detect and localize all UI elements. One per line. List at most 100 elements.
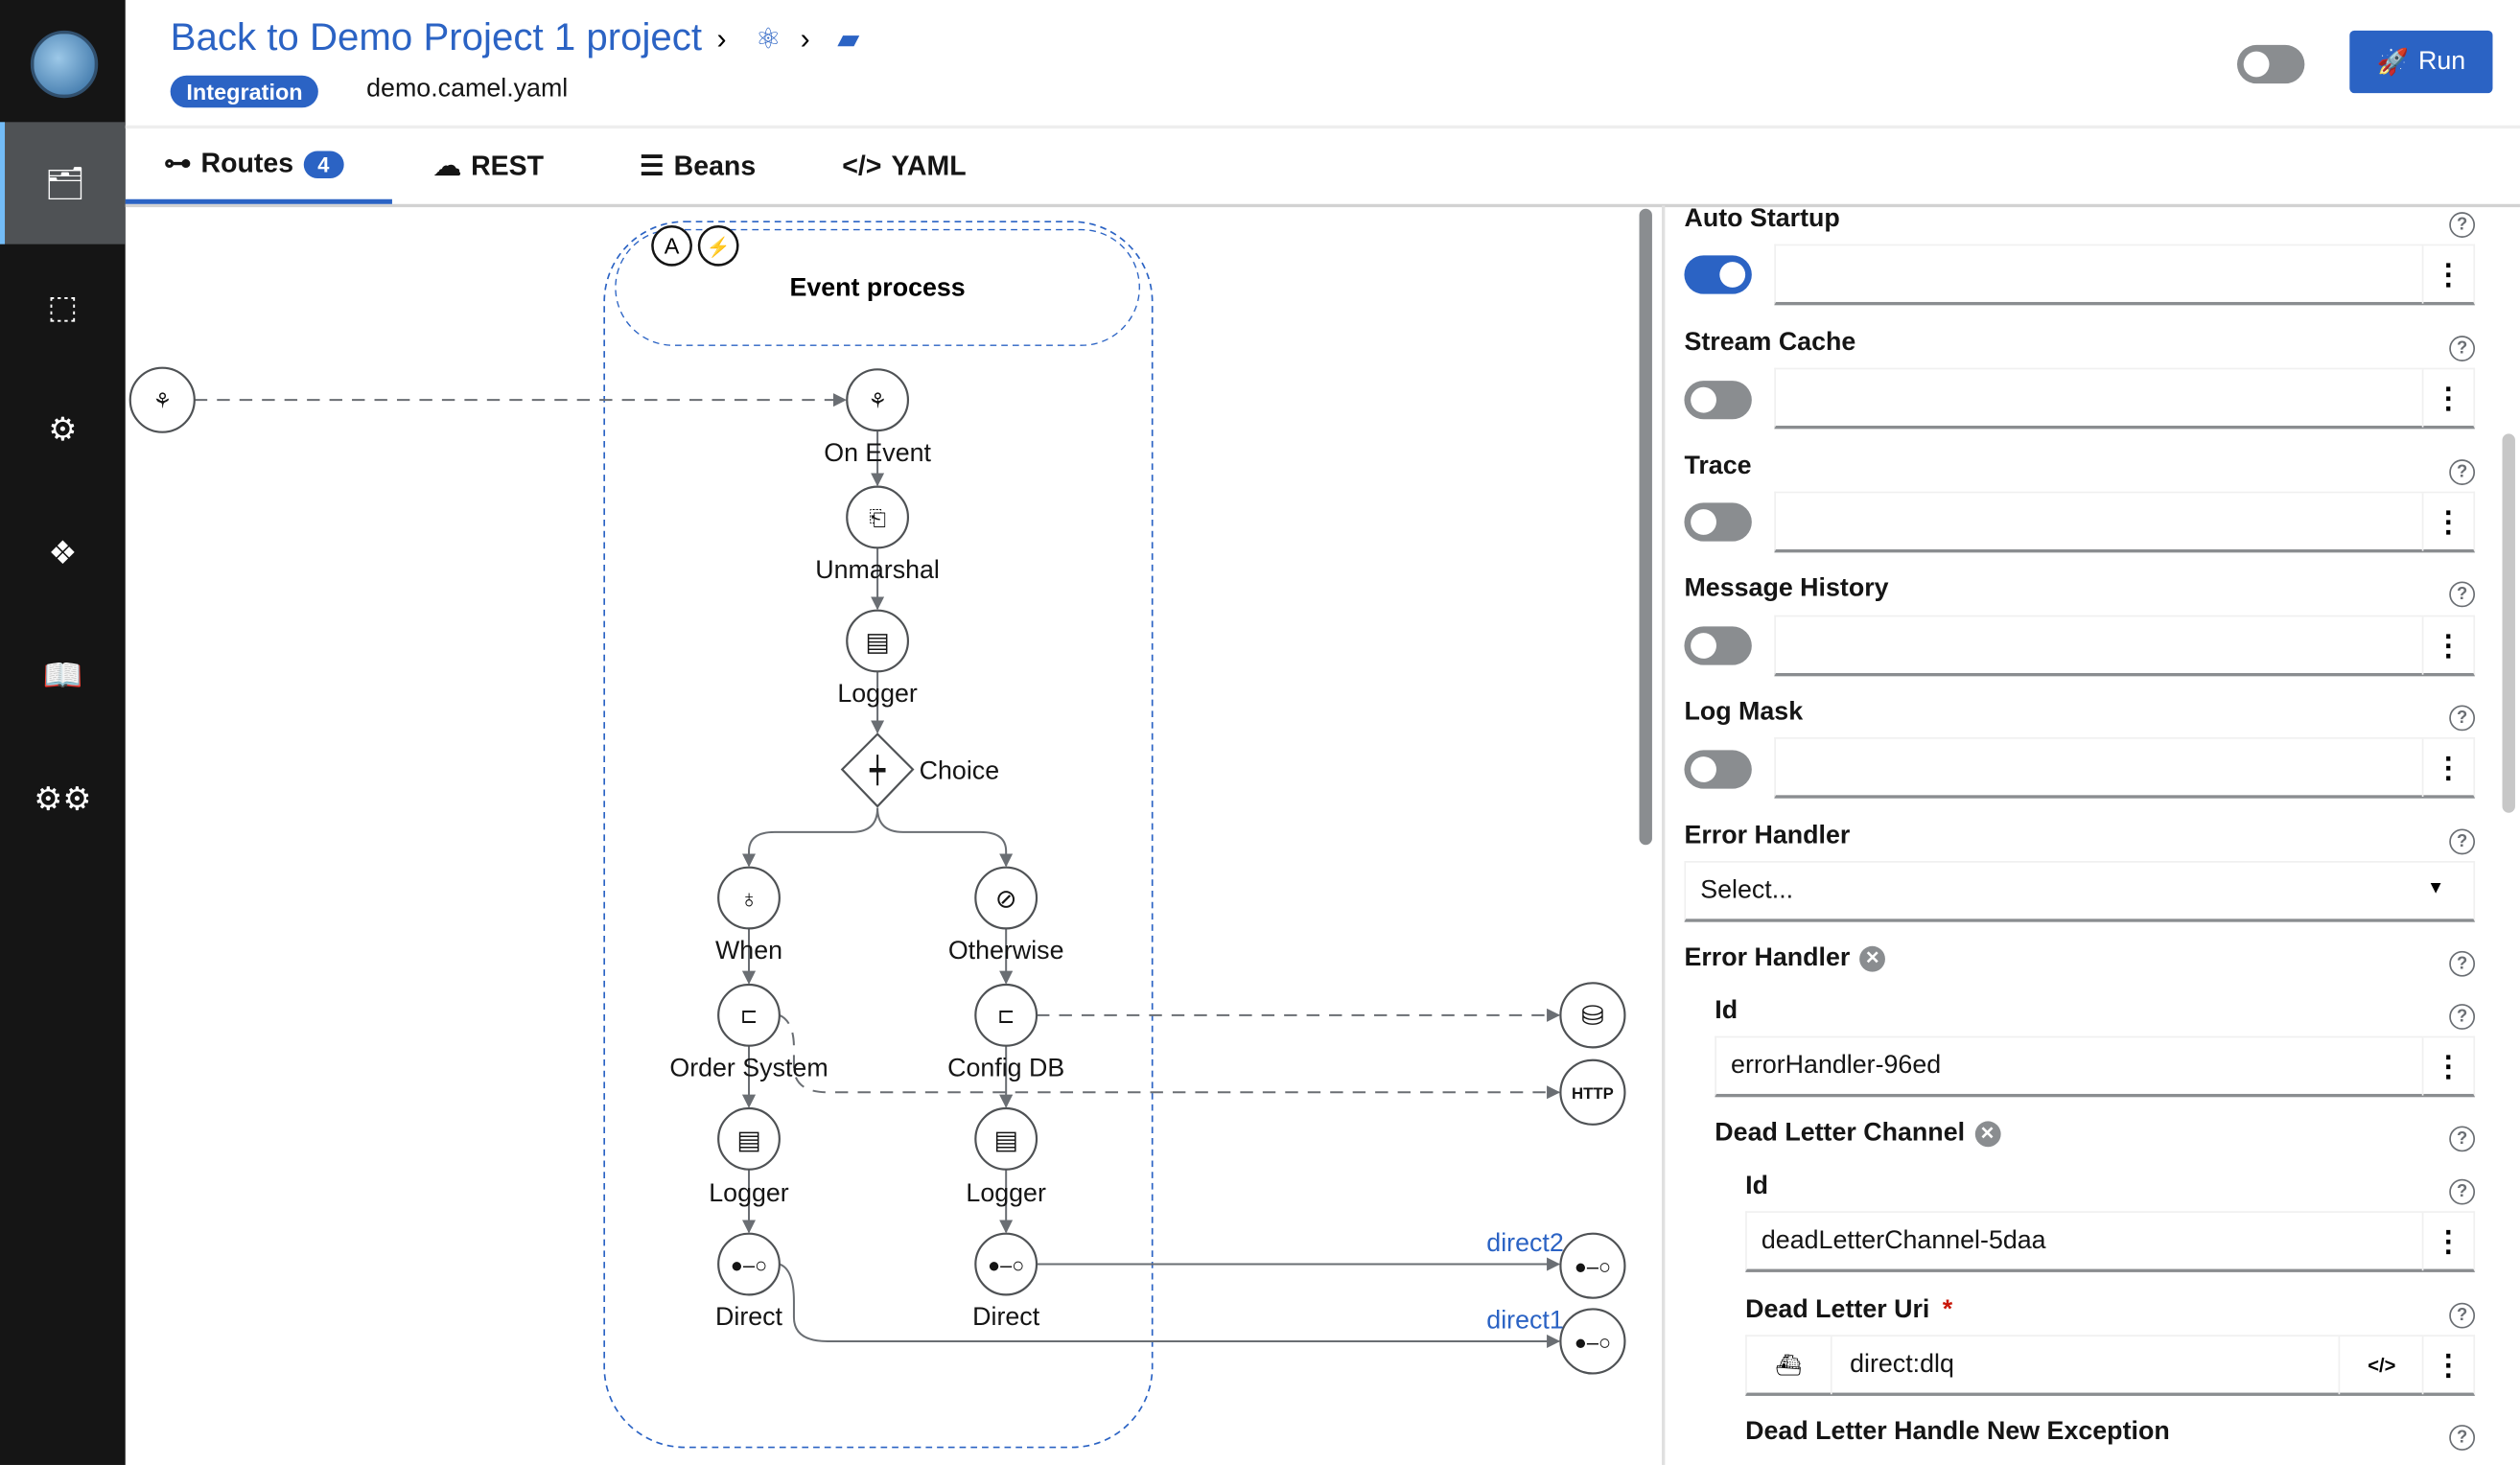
node-label: Config DB: [947, 1054, 1064, 1082]
otherwise-node[interactable]: [974, 866, 1038, 930]
route-header[interactable]: [615, 228, 1140, 346]
back-link[interactable]: Back to Demo Project 1 project: [170, 15, 703, 59]
sidebar-item-settings[interactable]: ⚙⚙: [0, 737, 126, 859]
error-handler-select-label: Error Handler: [1684, 822, 1851, 850]
trace-field[interactable]: ⋮: [1774, 491, 2476, 553]
log-mask-toggle[interactable]: [1684, 750, 1752, 789]
kebab-menu-icon[interactable]: ⋮: [2421, 245, 2474, 304]
auto-startup-toggle[interactable]: [1684, 255, 1752, 294]
help-icon[interactable]: ?: [2449, 1004, 2476, 1030]
help-icon[interactable]: ?: [2449, 212, 2476, 238]
kebab-menu-icon[interactable]: ⋮: [2421, 1212, 2474, 1271]
choice-node[interactable]: [840, 732, 915, 808]
help-icon[interactable]: ?: [2449, 1126, 2476, 1152]
file-name: demo.camel.yaml: [366, 75, 569, 104]
run-button[interactable]: 🚀Run: [2349, 30, 2493, 94]
help-icon[interactable]: ?: [2449, 1302, 2476, 1329]
routes-count-badge: 4: [303, 150, 344, 178]
code-icon: </>: [842, 150, 882, 181]
kafka-source-node[interactable]: [128, 366, 196, 433]
tab-yaml[interactable]: </>YAML: [842, 128, 966, 204]
sidebar-item-kamelets[interactable]: ❖: [0, 492, 126, 614]
help-icon[interactable]: ?: [2449, 459, 2476, 485]
app-logo[interactable]: [30, 30, 99, 99]
order-system-node[interactable]: [717, 983, 781, 1047]
field-value: deadLetterChannel-5daa: [1761, 1227, 2046, 1255]
auto-startup-field[interactable]: ⋮: [1774, 244, 2476, 306]
stream-cache-label: Stream Cache: [1684, 329, 1856, 357]
log-mask-field[interactable]: ⋮: [1774, 737, 2476, 799]
route-group[interactable]: [603, 221, 1154, 1449]
direct-when-node[interactable]: [717, 1232, 781, 1296]
help-icon[interactable]: ?: [2449, 1178, 2476, 1205]
stream-cache-field[interactable]: ⋮: [1774, 367, 2476, 430]
error-handler-section: Error Handler✕: [1684, 944, 1886, 973]
direct2-node[interactable]: [1559, 1232, 1626, 1299]
kebab-menu-icon[interactable]: ⋮: [2421, 369, 2474, 428]
on-event-node[interactable]: [846, 368, 910, 432]
dead-letter-uri-field[interactable]: ⛴ direct:dlq </> ⋮: [1745, 1335, 2476, 1396]
dead-letter-uri-section: Dead Letter Uri*: [1745, 1296, 1952, 1325]
tab-rest[interactable]: ☁REST: [434, 128, 545, 204]
help-icon[interactable]: ?: [2449, 705, 2476, 732]
field-value: direct:dlq: [1850, 1351, 1954, 1379]
log-mask-label: Log Mask: [1684, 698, 1804, 727]
header-toggle[interactable]: [2236, 44, 2305, 84]
kebab-menu-icon[interactable]: ⋮: [2421, 616, 2474, 675]
dead-letter-uri-label: Dead Letter Uri: [1745, 1296, 1930, 1324]
topology-icon[interactable]: ⚛: [755, 22, 782, 55]
tab-beans[interactable]: ☰Beans: [640, 128, 756, 204]
trace-toggle[interactable]: [1684, 502, 1752, 542]
kebab-menu-icon[interactable]: ⋮: [2421, 493, 2474, 551]
sidebar-item-docs[interactable]: 📖: [0, 614, 126, 735]
code-icon[interactable]: </>: [2338, 1336, 2424, 1395]
message-history-toggle[interactable]: [1684, 626, 1752, 665]
error-handler-id-field[interactable]: errorHandler-96ed⋮: [1715, 1035, 2476, 1098]
message-history-field[interactable]: ⋮: [1774, 615, 2476, 677]
when-node[interactable]: [717, 866, 781, 930]
remove-icon[interactable]: ✕: [1974, 1121, 2000, 1148]
database-node[interactable]: [1559, 982, 1626, 1049]
edge-label-direct2[interactable]: direct2: [1486, 1228, 1563, 1257]
unmarshal-node[interactable]: [846, 485, 910, 549]
config-db-node[interactable]: [974, 983, 1038, 1047]
sidebar-item-projects[interactable]: 🗂: [0, 122, 126, 244]
logger-node[interactable]: [846, 609, 910, 673]
route-canvas[interactable]: A ⚡ Event process: [126, 205, 1633, 1465]
projects-icon: 🗂: [44, 166, 86, 202]
canvas-scrollbar[interactable]: [1639, 208, 1652, 846]
kebab-menu-icon[interactable]: ⋮: [2421, 1037, 2474, 1096]
help-icon[interactable]: ?: [2449, 336, 2476, 361]
docker-icon[interactable]: ⛴: [1747, 1336, 1832, 1395]
plug-icon: ⊏: [997, 1004, 1015, 1028]
list-icon: ▤: [994, 1126, 1018, 1154]
logger-otherwise-node[interactable]: [974, 1106, 1038, 1171]
node-label: Direct: [715, 1302, 783, 1331]
help-icon[interactable]: ?: [2449, 581, 2476, 608]
panel-scrollbar[interactable]: [2502, 433, 2515, 813]
select-placeholder: Select...: [1700, 876, 1794, 905]
help-icon[interactable]: ?: [2449, 828, 2476, 855]
direct1-node[interactable]: [1559, 1308, 1626, 1375]
direct-otherwise-node[interactable]: [974, 1232, 1038, 1296]
logger-when-node[interactable]: [717, 1106, 781, 1171]
help-icon[interactable]: ?: [2449, 950, 2476, 977]
folder-open-icon[interactable]: ▰: [837, 22, 860, 55]
lightbulb-off-icon: ⊘: [995, 885, 1016, 914]
help-icon[interactable]: ?: [2449, 1425, 2476, 1451]
kebab-menu-icon[interactable]: ⋮: [2421, 1336, 2474, 1395]
list-icon: ▤: [865, 628, 889, 657]
stream-cache-toggle[interactable]: [1684, 381, 1752, 420]
http-node[interactable]: [1559, 1058, 1626, 1126]
edge-label-direct1[interactable]: direct1: [1486, 1306, 1563, 1335]
error-handler-select[interactable]: Select...▼: [1684, 861, 2476, 922]
dlc-id-field[interactable]: deadLetterChannel-5daa ⋮: [1745, 1211, 2476, 1272]
autostart-badge-text: A: [665, 234, 680, 259]
sidebar-item-design[interactable]: ⬚: [0, 245, 126, 367]
direct-icon: ●–○: [1575, 1255, 1611, 1279]
kebab-menu-icon[interactable]: ⋮: [2421, 738, 2474, 797]
remove-icon[interactable]: ✕: [1859, 945, 1886, 972]
sidebar-item-services[interactable]: ⚙: [0, 368, 126, 490]
